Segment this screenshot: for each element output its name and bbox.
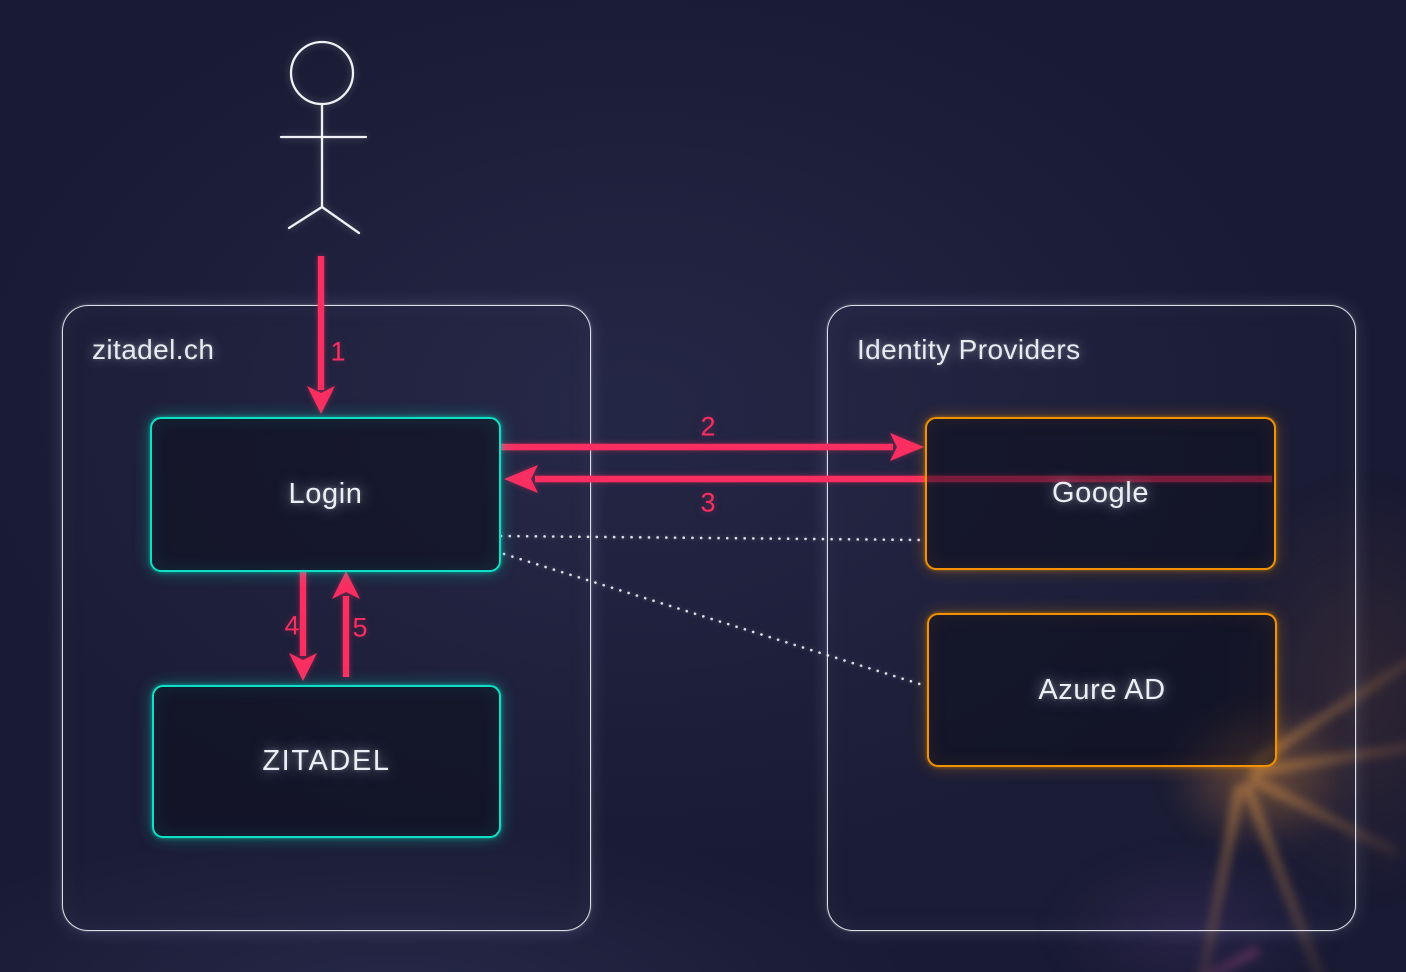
node-zitadel: ZITADEL — [152, 685, 501, 838]
step-3-label: 3 — [700, 487, 716, 518]
step-4-label: 4 — [284, 610, 300, 641]
arrow-step2-login-to-google — [499, 433, 924, 461]
group-identity-providers-label: Identity Providers — [857, 334, 1081, 365]
node-zitadel-label: ZITADEL — [262, 745, 391, 777]
step-5-label: 5 — [352, 612, 368, 643]
user-actor-icon — [279, 40, 368, 235]
group-zitadel-label: zitadel.ch — [92, 334, 215, 365]
arrow-step5-zitadel-to-login — [332, 571, 360, 677]
node-azure-ad: Azure AD — [927, 613, 1277, 767]
node-google: Google — [925, 417, 1276, 570]
group-zitadel: zitadel.ch — [62, 305, 591, 931]
arrow-step1-user-to-login — [307, 256, 335, 414]
node-google-label: Google — [1051, 477, 1150, 509]
node-login: Login — [150, 417, 501, 572]
node-azure-ad-label: Azure AD — [1038, 673, 1166, 706]
step-1-label: 1 — [330, 336, 346, 367]
arrow-step4-login-to-zitadel — [289, 570, 317, 681]
dotted-link-login-google — [499, 534, 926, 542]
group-identity-providers: Identity Providers — [827, 305, 1356, 931]
step-2-label: 2 — [700, 411, 716, 442]
node-login-label: Login — [288, 478, 363, 510]
dotted-link-login-azure — [502, 552, 928, 688]
